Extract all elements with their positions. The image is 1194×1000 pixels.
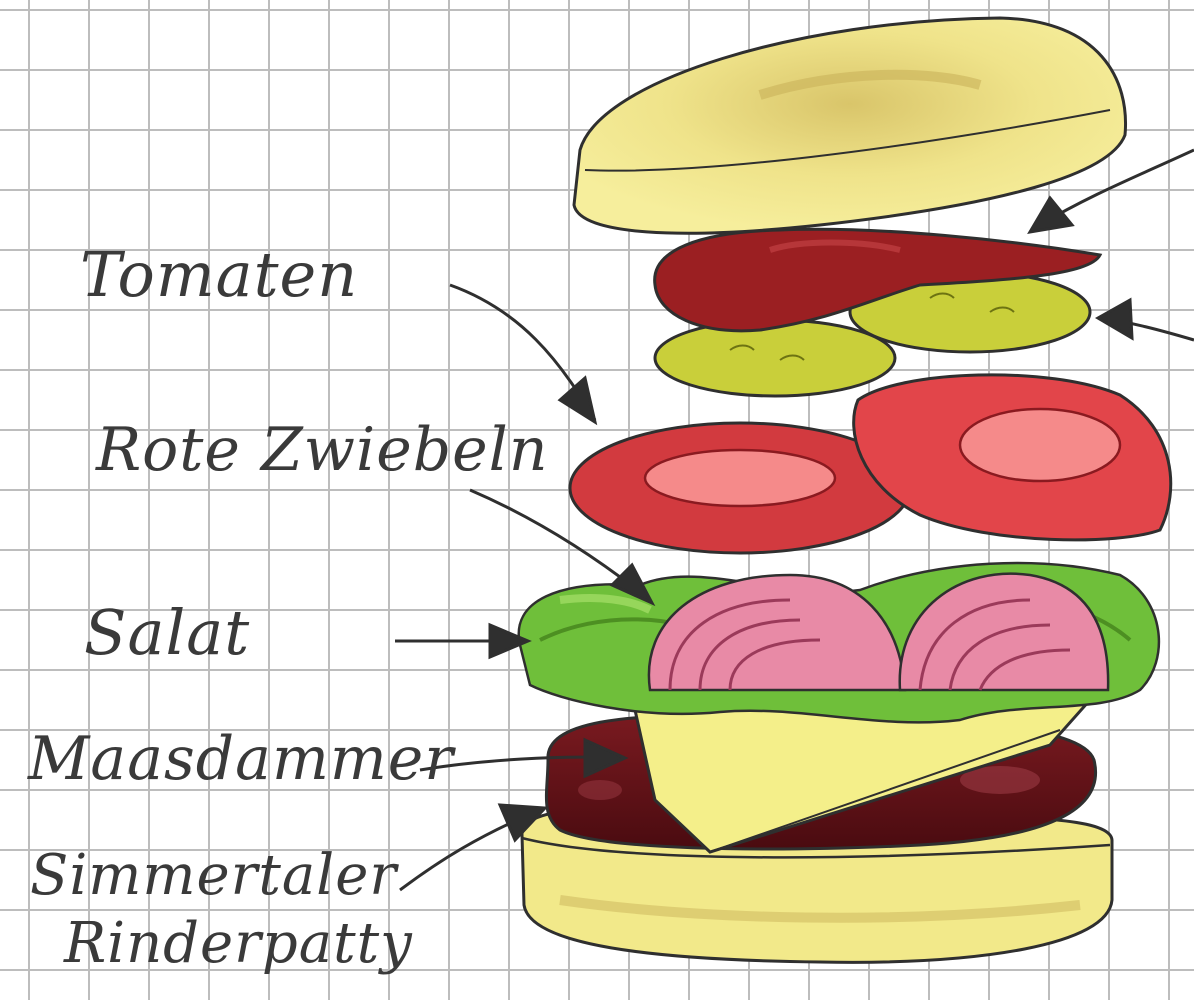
top-bun — [574, 18, 1126, 233]
label-salat: Salat — [84, 596, 250, 669]
label-patty-line2: Rinderpatty — [30, 910, 413, 978]
tomato-slices — [570, 375, 1171, 553]
arrow-top-right-head — [1030, 198, 1072, 232]
label-rote-zwiebeln: Rote Zwiebeln — [96, 415, 548, 485]
arrow-mid-right-head — [1098, 300, 1132, 338]
label-patty-line1: Simmertaler — [30, 842, 413, 910]
arrow-tomaten-head — [560, 378, 595, 422]
label-patty: Simmertaler Rinderpatty — [30, 842, 413, 978]
label-tomaten: Tomaten — [80, 238, 358, 311]
label-maasdammer: Maasdammer — [28, 724, 454, 794]
